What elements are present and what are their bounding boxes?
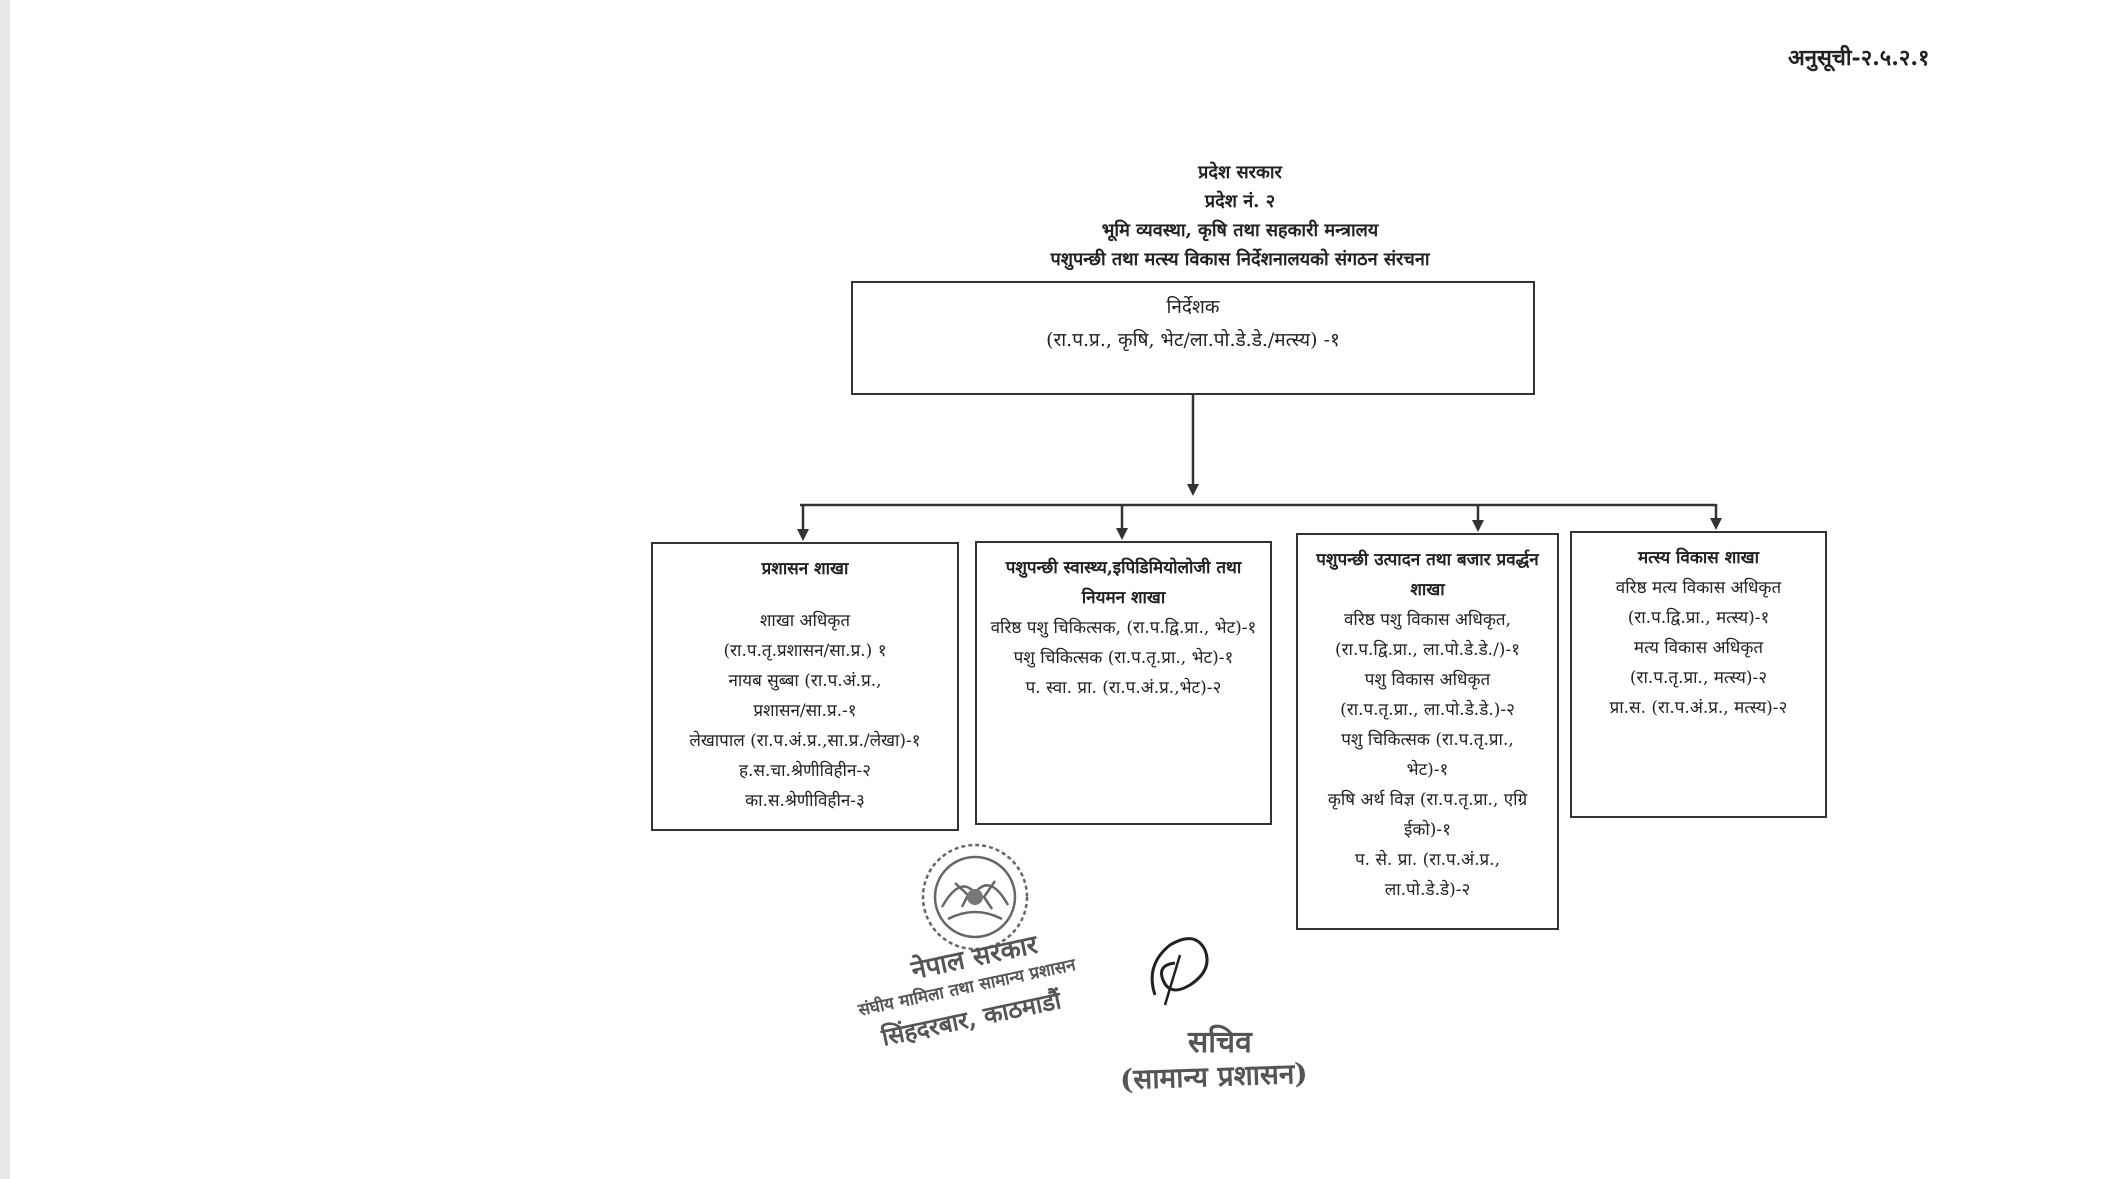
director-detail: (रा.प.प्र., कृषि, भेट/ला.पो.डे.डे./मत्स्… bbox=[1046, 329, 1340, 351]
branch-box-fisheries: मत्स्य विकास शाखा वरिष्ठ मत्य विकास अधिक… bbox=[1570, 531, 1827, 818]
branch-post: कृषि अर्थ विज्ञ (रा.प.तृ.प्रा., एग्रि bbox=[1327, 790, 1528, 810]
branch-post: ईको)-१ bbox=[1403, 820, 1452, 840]
branch-title: पशुपन्छी स्वास्थ्य,इपिडिमियोलोजी तथा निय… bbox=[1005, 558, 1242, 608]
branch-post: का.स.श्रेणीविहीन-३ bbox=[745, 791, 865, 811]
branch-post: (रा.प.तृ.प्रशासन/सा.प्र.) १ bbox=[723, 641, 887, 661]
branch-box-production-marketing: पशुपन्छी उत्पादन तथा बजार प्रवर्द्धन शाख… bbox=[1296, 533, 1559, 930]
branch-post: लेखापाल (रा.प.अं.प्र.,सा.प्र./लेखा)-१ bbox=[689, 731, 921, 751]
branch-post: पशु चिकित्सक (रा.प.तृ.प्रा., भेट)-१ bbox=[1013, 648, 1234, 668]
director-title: निर्देशक bbox=[1166, 296, 1220, 318]
branch-box-administration: प्रशासन शाखा शाखा अधिकृत (रा.प.तृ.प्रशास… bbox=[651, 542, 959, 831]
branch-post: नायब सुब्बा (रा.प.अं.प्र., bbox=[728, 671, 882, 691]
branch-post: वरिष्ठ मत्य विकास अधिकृत bbox=[1615, 578, 1782, 598]
branch-post: मत्य विकास अधिकृत bbox=[1633, 638, 1764, 658]
heading-government: प्रदेश सरकार bbox=[1198, 162, 1282, 183]
branch-post: भेट)-१ bbox=[1406, 760, 1449, 780]
branch-post: प्रशासन/सा.प्र.-१ bbox=[753, 701, 857, 721]
branch-title: पशुपन्छी उत्पादन तथा बजार प्रवर्द्धन शाख… bbox=[1316, 550, 1539, 600]
branch-post: (रा.प.तृ.प्रा., ला.पो.डे.डे.)-२ bbox=[1340, 700, 1515, 720]
branch-box-animal-health: पशुपन्छी स्वास्थ्य,इपिडिमियोलोजी तथा निय… bbox=[975, 541, 1272, 825]
page-left-edge bbox=[0, 0, 10, 1179]
branch-post: वरिष्ठ पशु चिकित्सक, (रा.प.द्वि.प्रा., भ… bbox=[990, 618, 1257, 638]
branch-post: ह.स.चा.श्रेणीविहीन-२ bbox=[739, 761, 871, 781]
branch-post: शाखा अधिकृत bbox=[759, 611, 851, 631]
branch-title: मत्स्य विकास शाखा bbox=[1638, 548, 1759, 568]
branch-post: पशु विकास अधिकृत bbox=[1364, 670, 1491, 690]
branch-post: ला.पो.डे.डे)-२ bbox=[1384, 880, 1471, 900]
branch-title: प्रशासन शाखा bbox=[761, 559, 849, 579]
document-heading: प्रदेश सरकार प्रदेश नं. २ भूमि व्यवस्था,… bbox=[860, 158, 1620, 274]
branch-post: (रा.प.द्वि.प्रा., ला.पो.डे.डे./)-१ bbox=[1334, 640, 1521, 660]
heading-ministry: भूमि व्यवस्था, कृषि तथा सहकारी मन्त्रालय bbox=[1101, 220, 1379, 241]
director-box: निर्देशक (रा.प.प्र., कृषि, भेट/ला.पो.डे.… bbox=[851, 281, 1535, 395]
branch-post: प्रा.स. (रा.प.अं.प्र., मत्स्य)-२ bbox=[1609, 698, 1788, 718]
branch-post: प. से. प्रा. (रा.प.अं.प्र., bbox=[1355, 850, 1500, 870]
signer-title: सचिव bbox=[1188, 1025, 1252, 1060]
annex-reference: अनुसूची-२.५.२.१ bbox=[1788, 45, 1930, 71]
branch-post: वरिष्ठ पशु विकास अधिकृत, bbox=[1343, 610, 1512, 630]
branch-post: पशु चिकित्सक (रा.प.तृ.प्रा., bbox=[1341, 730, 1514, 750]
heading-province: प्रदेश नं. २ bbox=[1204, 191, 1276, 212]
branch-post: (रा.प.द्वि.प्रा., मत्स्य)-१ bbox=[1627, 608, 1770, 628]
signature-icon bbox=[1150, 937, 1209, 1006]
heading-structure-title: पशुपन्छी तथा मत्स्य विकास निर्देशनालयको … bbox=[1050, 249, 1430, 270]
branch-post: प. स्वा. प्रा. (रा.प.अं.प्र.,भेट)-२ bbox=[1025, 678, 1222, 698]
branch-post: (रा.प.तृ.प्रा., मत्स्य)-२ bbox=[1629, 668, 1768, 688]
government-emblem-icon bbox=[921, 843, 1029, 951]
signer-department: (सामान्य प्रशासन) bbox=[1119, 1056, 1309, 1097]
